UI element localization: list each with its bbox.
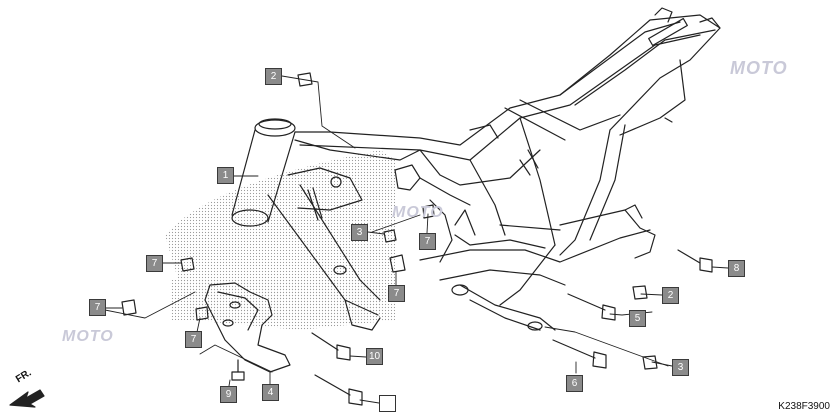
callout-7-upper-left: 7 (146, 255, 163, 272)
center-clip (394, 164, 471, 206)
callout-7-bracket: 7 (185, 331, 202, 348)
watermark-logo: MOTO (730, 58, 788, 78)
callout-8: 8 (728, 260, 745, 277)
head-pipe (231, 118, 296, 227)
callout-9: 9 (220, 386, 237, 403)
callout-3-center: 3 (351, 224, 368, 241)
watermark-left: MOTO (62, 328, 114, 345)
leader-lines (104, 75, 729, 404)
callout-blank (379, 395, 396, 412)
lower-cradle (419, 199, 656, 331)
callout-2-top: 2 (265, 68, 282, 85)
watermark-center: MOTO (392, 204, 444, 221)
callout-7-lower: 7 (388, 285, 405, 302)
callout-7-center: 7 (419, 233, 436, 250)
bolts (231, 249, 713, 406)
callout-7-left: 7 (89, 299, 106, 316)
rear-rails (469, 7, 721, 256)
callout-2-right: 2 (662, 287, 679, 304)
callout-6: 6 (566, 375, 583, 392)
callout-3-right: 3 (672, 359, 689, 376)
callout-5: 5 (629, 310, 646, 327)
down-tube (267, 184, 381, 331)
nuts (121, 72, 658, 370)
front-arrow-icon (9, 389, 45, 408)
callout-1: 1 (217, 167, 234, 184)
drawing-code: K238F3900 (778, 401, 830, 412)
callout-10: 10 (366, 348, 383, 365)
callout-4: 4 (262, 384, 279, 401)
engine-hanger-bracket (204, 282, 291, 373)
